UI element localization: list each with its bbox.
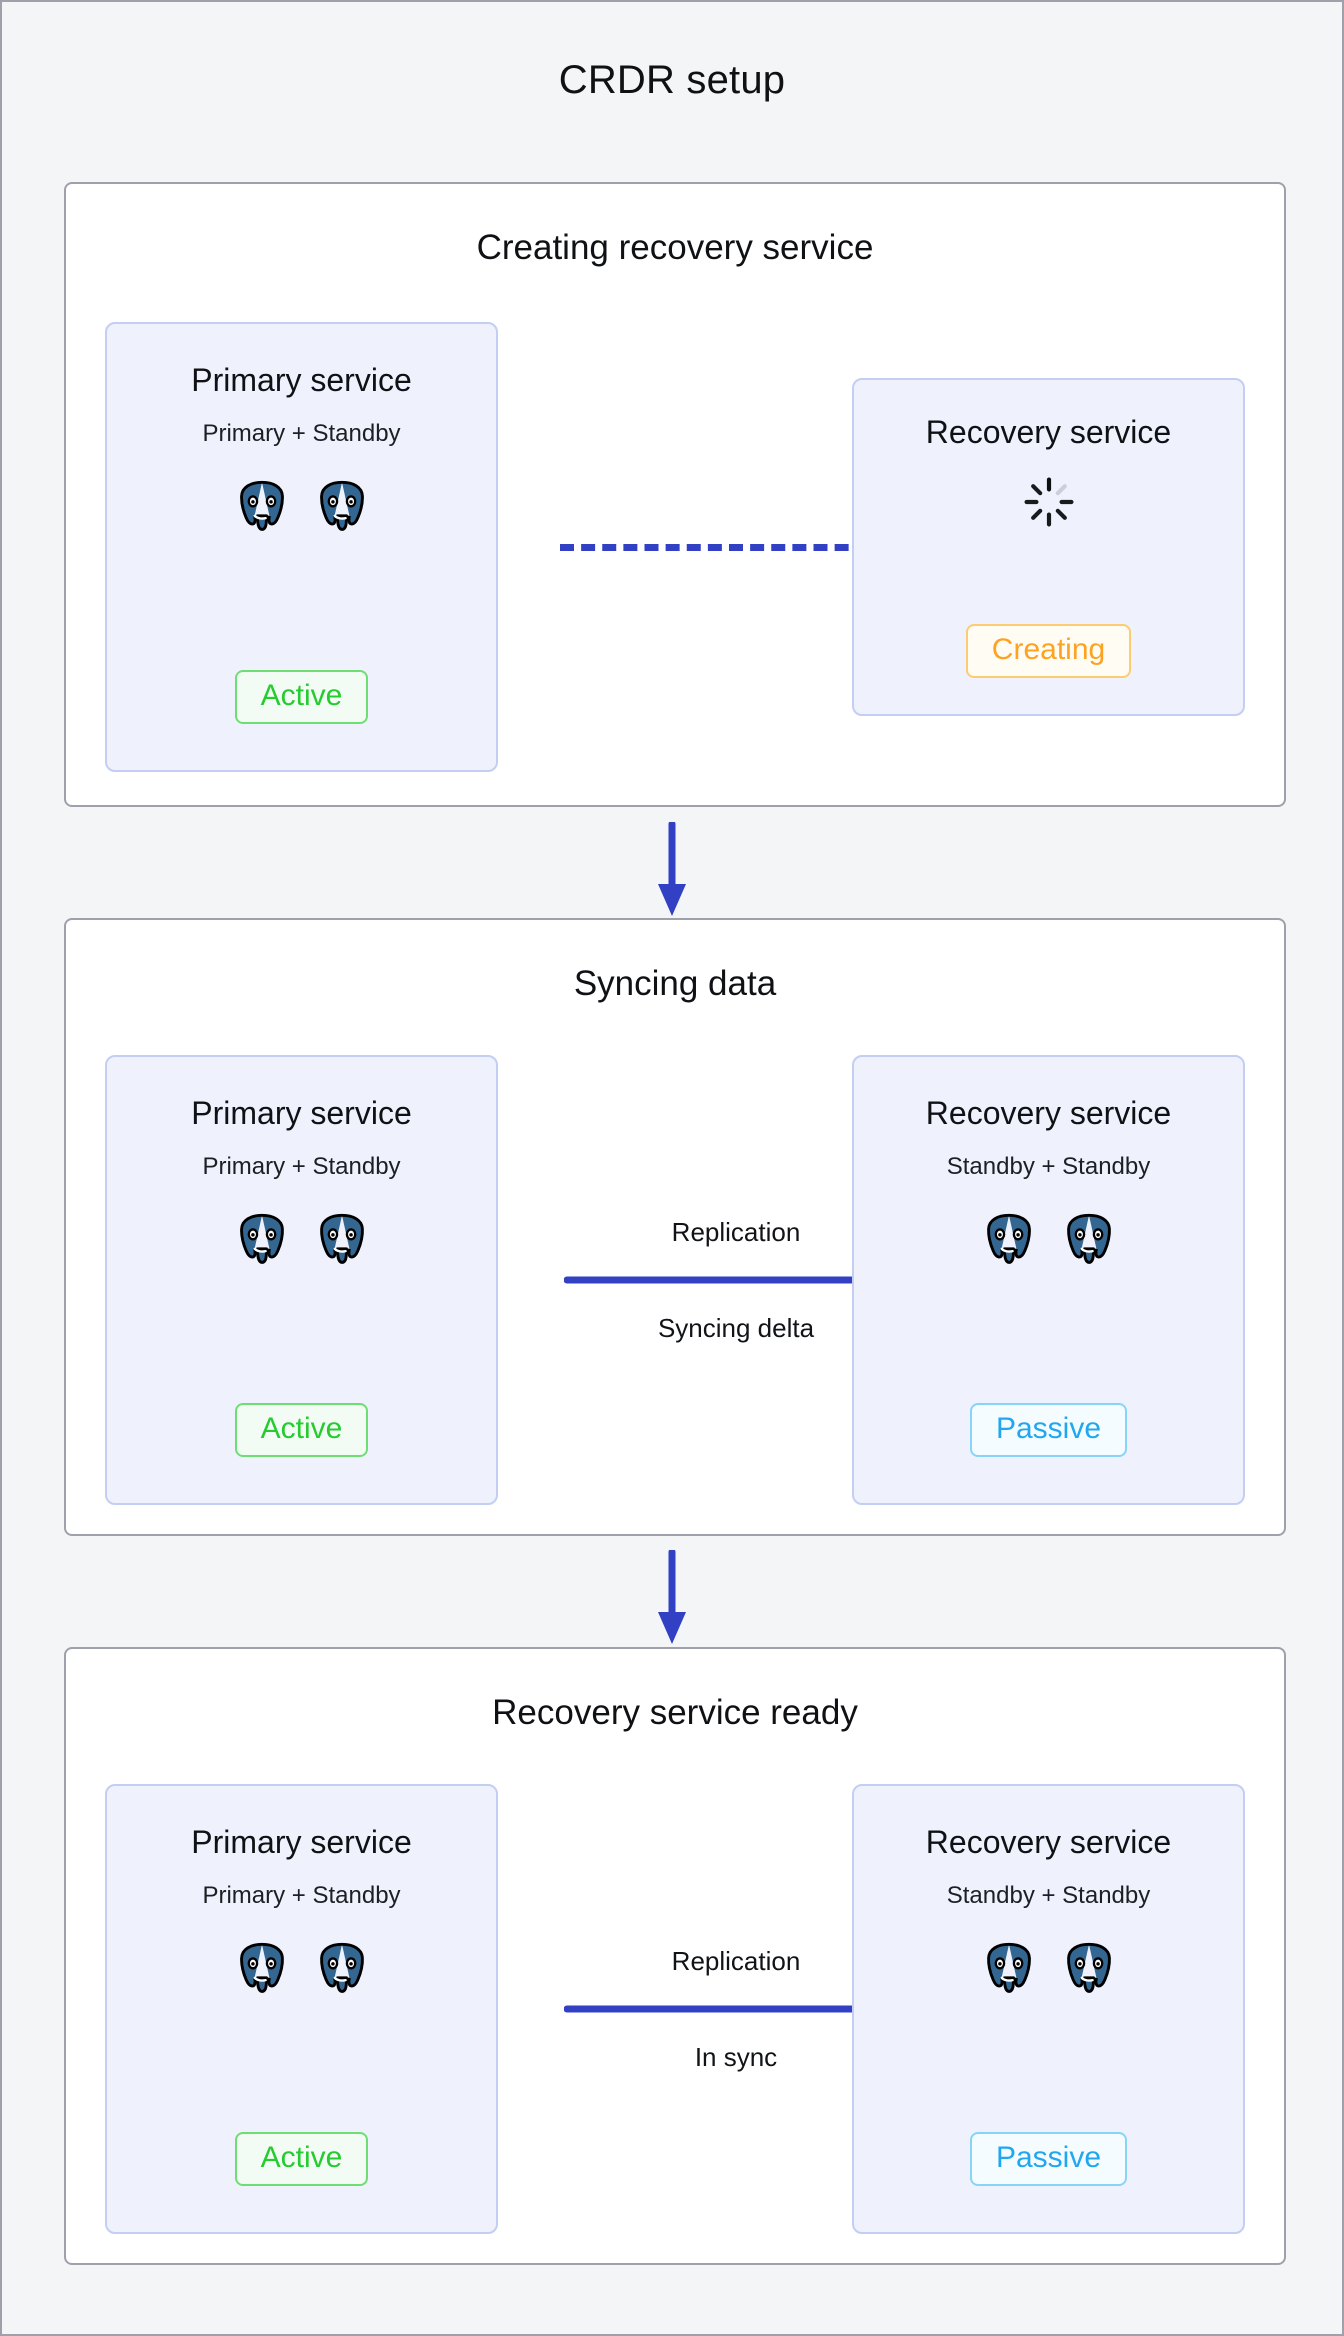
status-badge: Passive [969, 2132, 1128, 2186]
connector-label-above: Replication [671, 1946, 801, 1976]
stage-title: Recovery service ready [492, 1693, 858, 1732]
card-title: Recovery service [925, 414, 1172, 450]
card-title: Primary service [191, 1095, 412, 1131]
node-group [980, 1938, 1118, 1996]
recovery-service-card: Recovery service Standby + Standby [852, 1055, 1245, 1505]
postgres-elephant-icon [239, 480, 284, 531]
status-badge: Active [234, 670, 369, 724]
status-badge: Active [234, 2132, 369, 2186]
stage-panel-creating: Creating recovery service Primary servic… [64, 182, 1286, 807]
node-group [233, 1938, 371, 1996]
stage-title: Creating recovery service [476, 228, 874, 267]
card-title: Primary service [191, 1824, 412, 1860]
recovery-service-card: Recovery service Standby + Standby [852, 1784, 1245, 2234]
pending-connector [536, 378, 936, 716]
postgres-elephant-icon [319, 1213, 364, 1264]
node-group [233, 476, 371, 534]
status-badge: Creating [965, 624, 1132, 678]
postgres-elephant-icon [239, 1942, 284, 1993]
postgres-elephant-icon [986, 1213, 1031, 1264]
postgres-elephant-icon [1066, 1942, 1111, 1993]
primary-service-card: Primary service Primary + Standby [105, 1784, 498, 2234]
connector-label-below: In sync [694, 2042, 778, 2072]
primary-service-card: Primary service Primary + Standby [105, 322, 498, 772]
recovery-service-card: Recovery service Creating [852, 378, 1245, 716]
postgres-elephant-icon [1066, 1213, 1111, 1264]
primary-service-card: Primary service Primary + Standby [105, 1055, 498, 1505]
arrow-down-icon [658, 822, 686, 916]
stage-panel-ready: Recovery service ready Primary service P… [64, 1647, 1286, 2265]
card-title: Primary service [191, 362, 412, 398]
connector-label-below: Syncing delta [657, 1313, 815, 1343]
postgres-elephant-icon [319, 480, 364, 531]
card-title: Recovery service [925, 1824, 1172, 1860]
card-subtitle: Primary + Standby [202, 1153, 401, 1180]
node-group [233, 1209, 371, 1267]
postgres-elephant-icon [319, 1942, 364, 1993]
dashed-link-icon [560, 543, 912, 551]
page-title: CRDR setup [558, 58, 786, 102]
postgres-elephant-icon [986, 1942, 1031, 1993]
card-subtitle: Standby + Standby [946, 1882, 1151, 1909]
stage-title: Syncing data [573, 964, 777, 1003]
node-group [980, 1209, 1118, 1267]
arrow-down-icon [658, 1550, 686, 1644]
card-subtitle: Standby + Standby [946, 1153, 1151, 1180]
status-badge: Passive [969, 1403, 1128, 1457]
card-subtitle: Primary + Standby [202, 420, 401, 447]
connector-label-above: Replication [671, 1217, 801, 1247]
card-title: Recovery service [925, 1095, 1172, 1131]
status-badge: Active [234, 1403, 369, 1457]
spinner-icon [1023, 477, 1073, 527]
postgres-elephant-icon [239, 1213, 284, 1264]
replication-connector: Replication In sync [536, 1784, 936, 2234]
stage-panel-syncing: Syncing data Primary service Primary + S… [64, 918, 1286, 1536]
card-subtitle: Primary + Standby [202, 1882, 401, 1909]
